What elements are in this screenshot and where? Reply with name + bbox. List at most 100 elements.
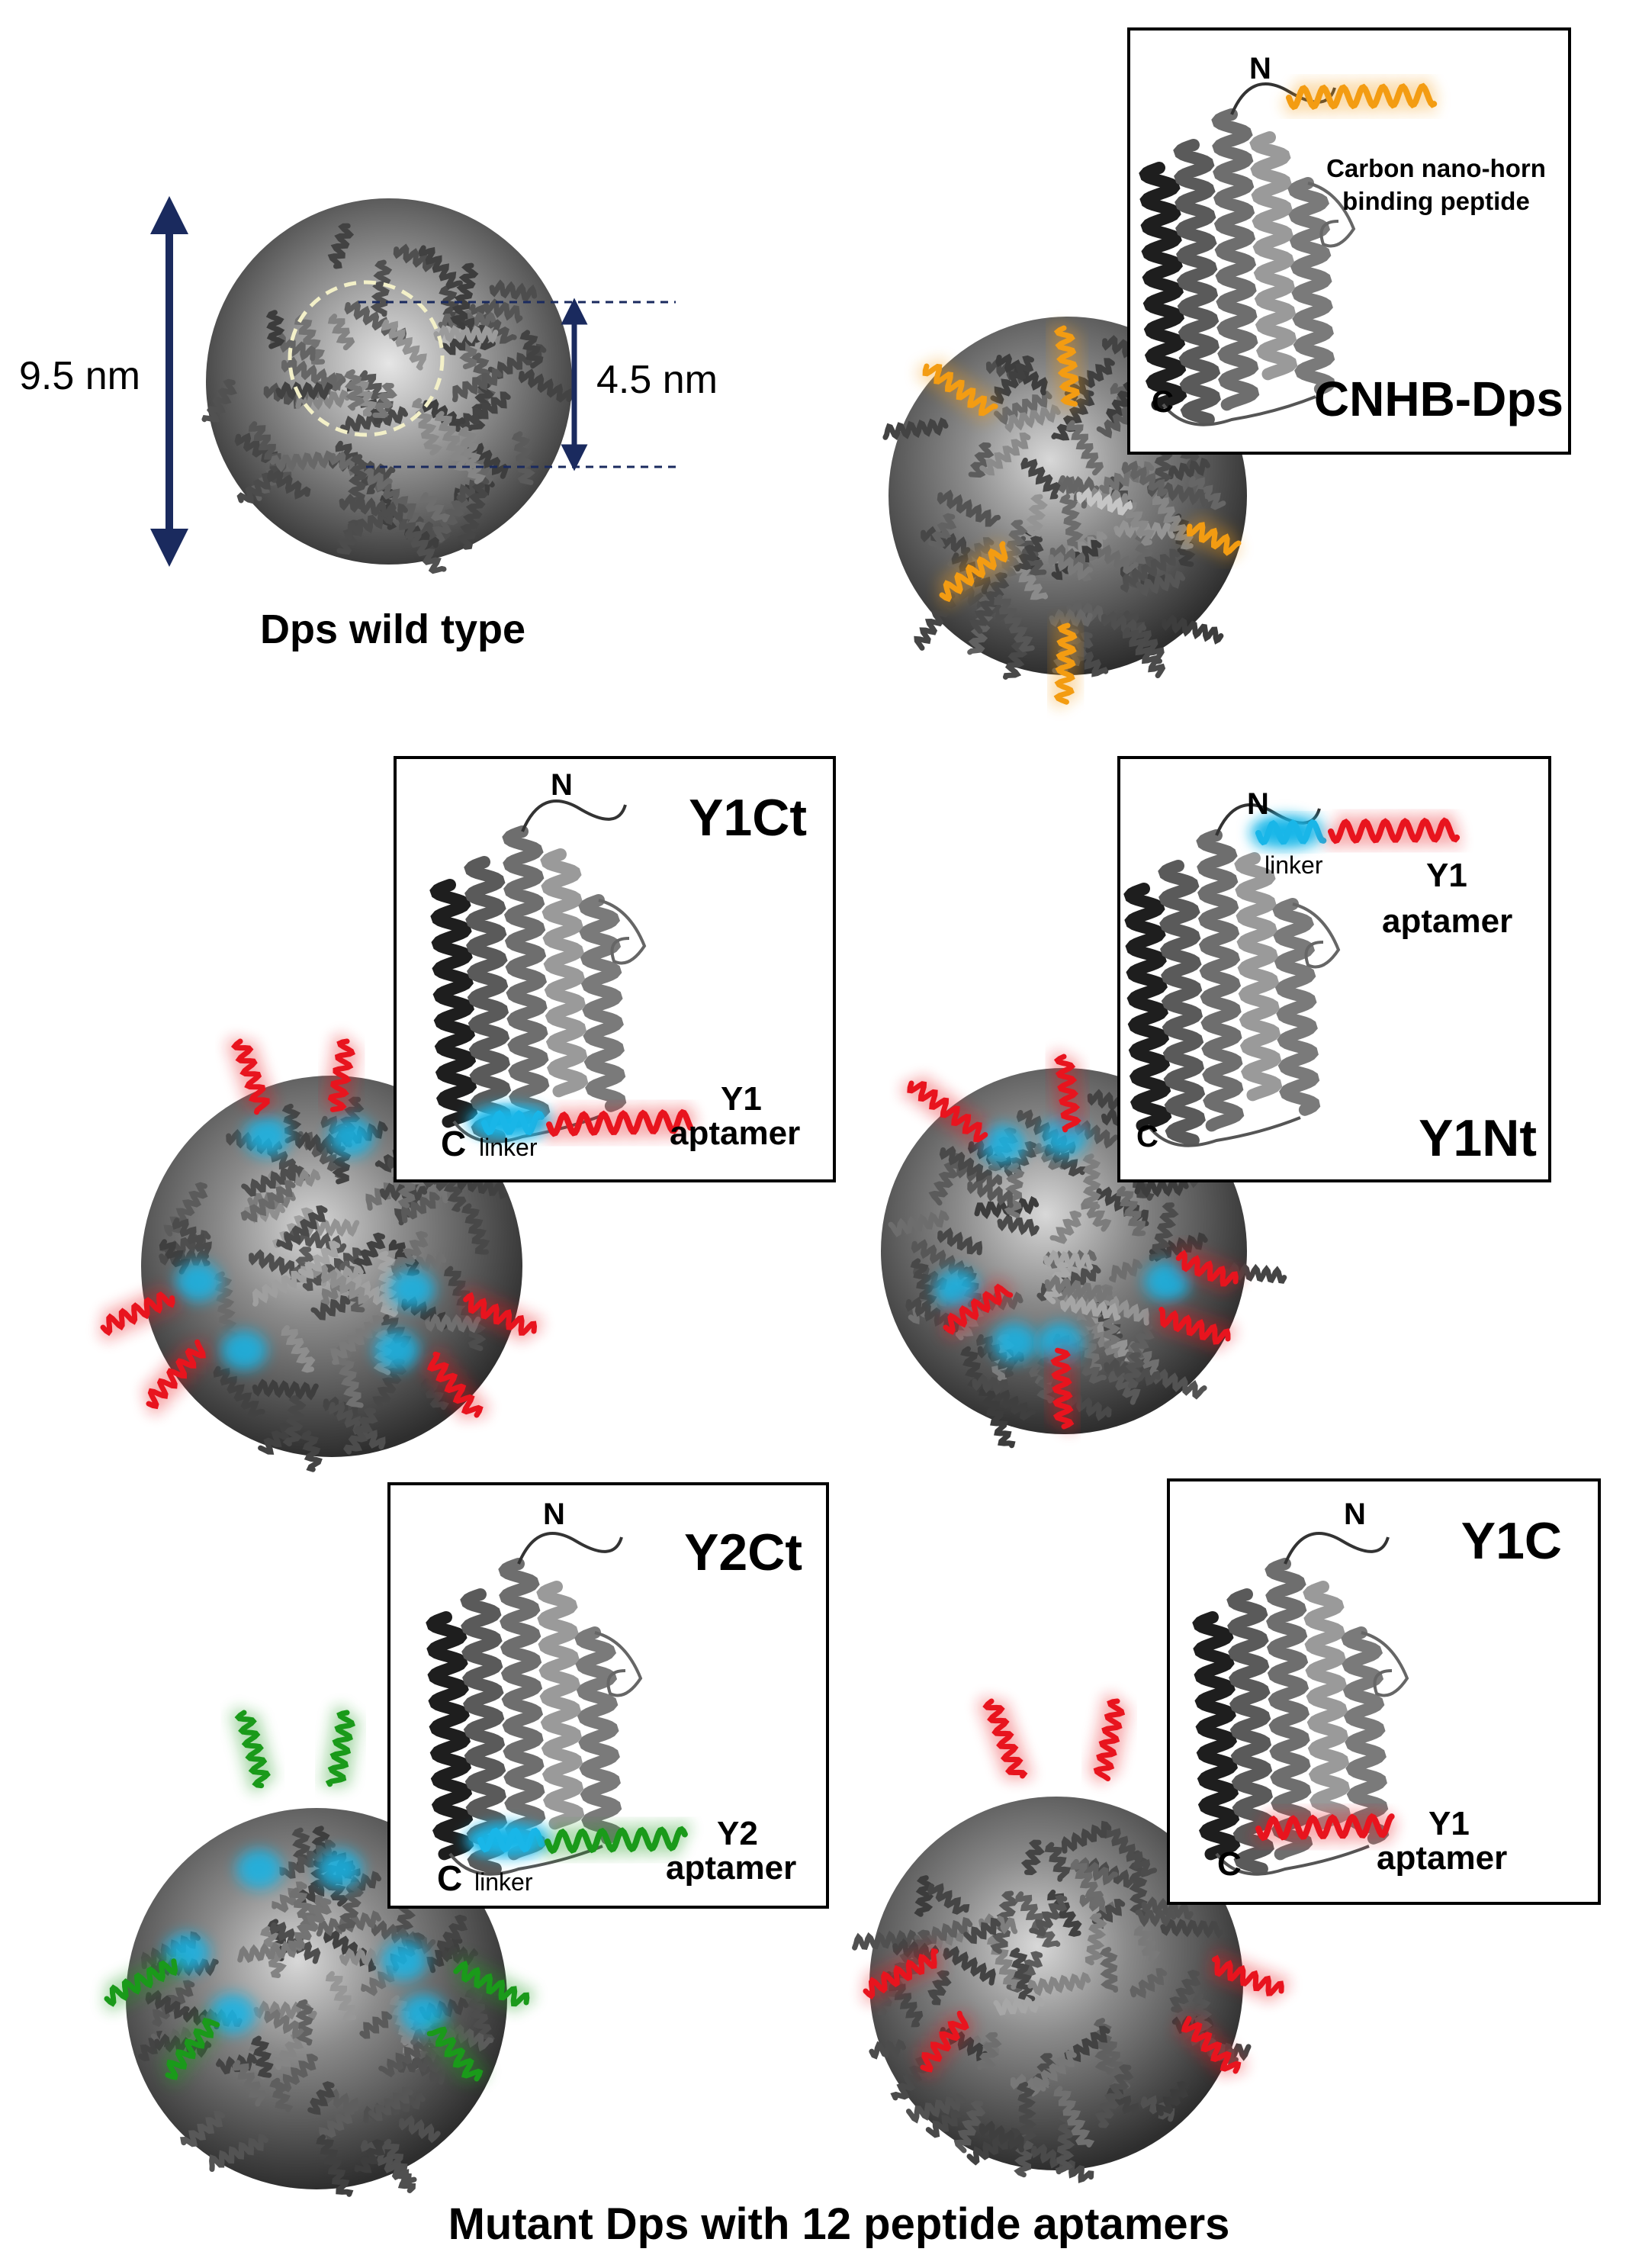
cnhb-peptide-label-2: binding peptide	[1342, 187, 1530, 215]
helix-texture	[250, 2035, 275, 2078]
monomer-helix	[498, 1558, 547, 1861]
y1nt-aptamers	[901, 1049, 1244, 1434]
helix-texture	[1017, 536, 1047, 576]
y1ct-n-terminus: N	[551, 768, 573, 802]
linker-glow	[175, 1262, 221, 1301]
helix-texture	[452, 368, 503, 403]
y1ct-linker-label: linker	[479, 1134, 538, 1161]
helix-texture	[271, 1150, 310, 1183]
monomer-loop	[517, 1532, 623, 1565]
helix-texture	[1076, 487, 1133, 516]
helix-texture	[911, 1239, 974, 1280]
monomer-helix	[426, 1611, 474, 1861]
cnhb-monomer	[1139, 82, 1356, 426]
wave-strand	[477, 1827, 545, 1853]
monomer-helix	[1303, 1581, 1351, 1830]
helix-texture	[1064, 2025, 1110, 2063]
monomer-loop	[1215, 1845, 1370, 1876]
helix-texture	[328, 1401, 386, 1450]
helix-texture	[159, 1239, 191, 1275]
helix-texture	[418, 245, 463, 290]
linker-glow	[991, 1323, 1037, 1362]
y2ct-linker-label: linker	[474, 1868, 533, 1896]
aptamer-strand	[922, 363, 998, 417]
linker-glow	[400, 1994, 446, 2034]
monomer-helix	[1196, 829, 1245, 1132]
y1c-name: Y1C	[1461, 1512, 1562, 1570]
helix-texture	[1152, 1368, 1207, 1400]
helix-texture	[343, 1407, 378, 1455]
helix-texture	[372, 1358, 407, 1407]
helix-texture	[1044, 1842, 1072, 1882]
cnhb-peptide-label-1: Carbon nano-horn	[1326, 154, 1546, 182]
helix-texture	[339, 1947, 387, 1967]
wild-type-caption: Dps wild type	[260, 606, 525, 652]
helix-texture	[464, 1987, 495, 2044]
helix-texture	[252, 1266, 311, 1307]
helix-texture	[276, 1205, 328, 1251]
helix-texture	[994, 390, 1052, 426]
helix-texture	[180, 2110, 226, 2147]
aptamer-strand	[104, 1958, 178, 2007]
helix-texture	[344, 503, 408, 542]
helix-texture	[279, 1839, 336, 1879]
helix-texture	[1032, 2050, 1077, 2089]
cnhb-panel: N C Carbon nano-horn binding peptide CNH…	[882, 27, 1571, 709]
helix-texture	[1082, 1153, 1101, 1209]
y1nt-c-terminus: C	[1136, 1120, 1158, 1153]
monomer-helix	[1272, 898, 1321, 1116]
helix-texture	[343, 369, 365, 411]
helix-texture	[1155, 2080, 1189, 2116]
aptamer-strand	[907, 1080, 988, 1143]
helix-texture	[997, 1214, 1040, 1237]
helix-texture	[236, 465, 281, 504]
linker-glow	[317, 1849, 362, 1889]
helix-texture	[1101, 1308, 1121, 1349]
aptamer-strand	[1053, 325, 1081, 407]
helix-texture	[237, 1939, 303, 1964]
helix-texture	[972, 1374, 1009, 1396]
aptamer-strand	[1093, 1698, 1126, 1781]
aptamer-strand	[327, 1038, 355, 1112]
helix-texture	[300, 1430, 323, 1472]
helix-texture	[1059, 494, 1085, 555]
helix-texture	[1133, 1925, 1161, 1962]
helix-texture	[267, 468, 311, 500]
aptamer-strand	[1186, 522, 1242, 556]
helix-texture	[434, 410, 472, 472]
y2ct-c-terminus: C	[437, 1858, 462, 1898]
wave-strand	[1286, 82, 1438, 111]
y1c-panel: N C Y1 aptamer Y1C	[852, 1478, 1601, 2183]
helix-texture	[927, 1883, 970, 1915]
helix-texture	[1003, 642, 1028, 680]
helix-texture	[519, 330, 544, 368]
helix-texture	[1094, 2064, 1134, 2128]
aptamer-strand	[165, 2017, 220, 2080]
helix-texture	[232, 2060, 267, 2107]
helix-texture	[454, 391, 511, 433]
helix-texture	[979, 432, 1031, 476]
y1ct-name: Y1Ct	[689, 789, 807, 847]
aptamer-strand	[939, 541, 1008, 603]
helix-texture	[372, 382, 397, 419]
helix-texture	[468, 304, 517, 344]
aptamer-strand	[1175, 1250, 1239, 1287]
aptamer-strand	[863, 1948, 939, 1999]
wave-strand	[1328, 817, 1461, 844]
helix-texture	[1122, 610, 1165, 665]
helix-texture	[1130, 1967, 1168, 1999]
helix-texture	[273, 2032, 304, 2070]
y1nt-linker-label: linker	[1264, 851, 1323, 879]
helix-texture	[213, 1366, 265, 1418]
cnhb-peptides	[917, 320, 1242, 709]
y1ct-panel: N C linker Y1 aptamer Y1Ct	[97, 756, 836, 1472]
helix-texture	[925, 2109, 962, 2138]
helix-texture	[1104, 1295, 1149, 1326]
helix-texture	[265, 310, 285, 349]
helix-texture	[975, 1334, 1015, 1378]
helix-texture	[963, 1917, 1001, 1945]
helix-texture	[1048, 552, 1093, 581]
helix-texture	[400, 1191, 440, 1224]
helix-texture	[282, 1395, 307, 1446]
helix-texture	[1020, 457, 1061, 500]
